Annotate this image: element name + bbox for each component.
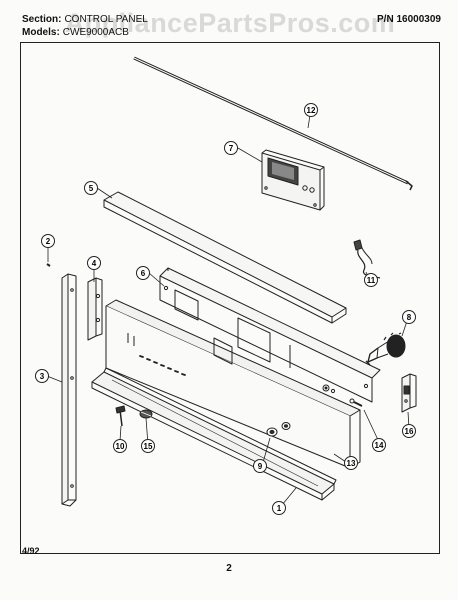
part-screw-14: [349, 398, 363, 407]
callout-10-label: 10: [116, 442, 125, 451]
callout-15: 15: [141, 439, 155, 453]
callout-7: 7: [224, 141, 238, 155]
callout-5: 5: [84, 181, 98, 195]
part-trim-rod: [133, 56, 413, 191]
part-top-trim: [103, 191, 347, 324]
callout-1-label: 1: [277, 504, 282, 513]
callout-3: 3: [35, 369, 49, 383]
callout-5-label: 5: [89, 184, 94, 193]
callout-1: 1: [272, 501, 286, 515]
watermark: AppliancePartsPros.com: [64, 8, 396, 38]
part-side-bracket: [61, 273, 77, 507]
callout-16-label: 16: [405, 427, 414, 436]
callout-4-label: 4: [92, 259, 97, 268]
revision-date: 4/92: [22, 546, 40, 556]
part-switch: [401, 373, 417, 413]
callout-13-label: 13: [347, 459, 356, 468]
part-screw-10: [115, 405, 126, 427]
callout-8: 8: [402, 310, 416, 324]
section-value: CONTROL PANEL: [64, 14, 148, 25]
callout-11: 11: [364, 273, 378, 287]
callout-2: 2: [41, 234, 55, 248]
callout-16: 16: [402, 424, 416, 438]
models-value: CWE9000ACB: [62, 27, 129, 38]
callout-15-label: 15: [144, 442, 153, 451]
part-wire-harness: [353, 239, 381, 279]
part-number: P/N 16000309: [377, 14, 441, 25]
callout-14-label: 14: [375, 441, 384, 450]
callout-13: 13: [344, 456, 358, 470]
callout-12: 12: [304, 103, 318, 117]
callout-8-label: 8: [407, 313, 412, 322]
part-small-bracket: [87, 277, 103, 341]
callout-11-label: 11: [367, 276, 376, 285]
callout-7-label: 7: [229, 144, 234, 153]
callout-markers: 12 7 5 6 2 4 3: [35, 103, 416, 515]
callout-12-label: 12: [307, 106, 316, 115]
part-panel-frame: [159, 267, 381, 403]
callout-2-label: 2: [46, 237, 51, 246]
diagram-frame: [20, 42, 440, 554]
callout-6-label: 6: [141, 269, 146, 278]
part-bottom-trim: [91, 367, 337, 501]
callout-9: 9: [253, 459, 267, 473]
callout-10: 10: [113, 439, 127, 453]
models-line: Models:CWE9000ACB: [22, 27, 129, 38]
callout-6: 6: [136, 266, 150, 280]
page-number: 2: [226, 563, 232, 574]
callout-4: 4: [87, 256, 101, 270]
section-line: Section:CONTROL PANEL: [22, 14, 148, 25]
callout-9-label: 9: [258, 462, 263, 471]
part-screw-2: [46, 263, 51, 267]
section-label: Section:: [22, 14, 62, 25]
callout-3-label: 3: [40, 372, 45, 381]
part-control-board: [261, 149, 325, 211]
part-clip: [139, 409, 153, 419]
part-knob: [365, 332, 406, 366]
part-small-knob: [266, 422, 291, 437]
callout-14: 14: [372, 438, 386, 452]
models-label: Models:: [22, 27, 60, 38]
